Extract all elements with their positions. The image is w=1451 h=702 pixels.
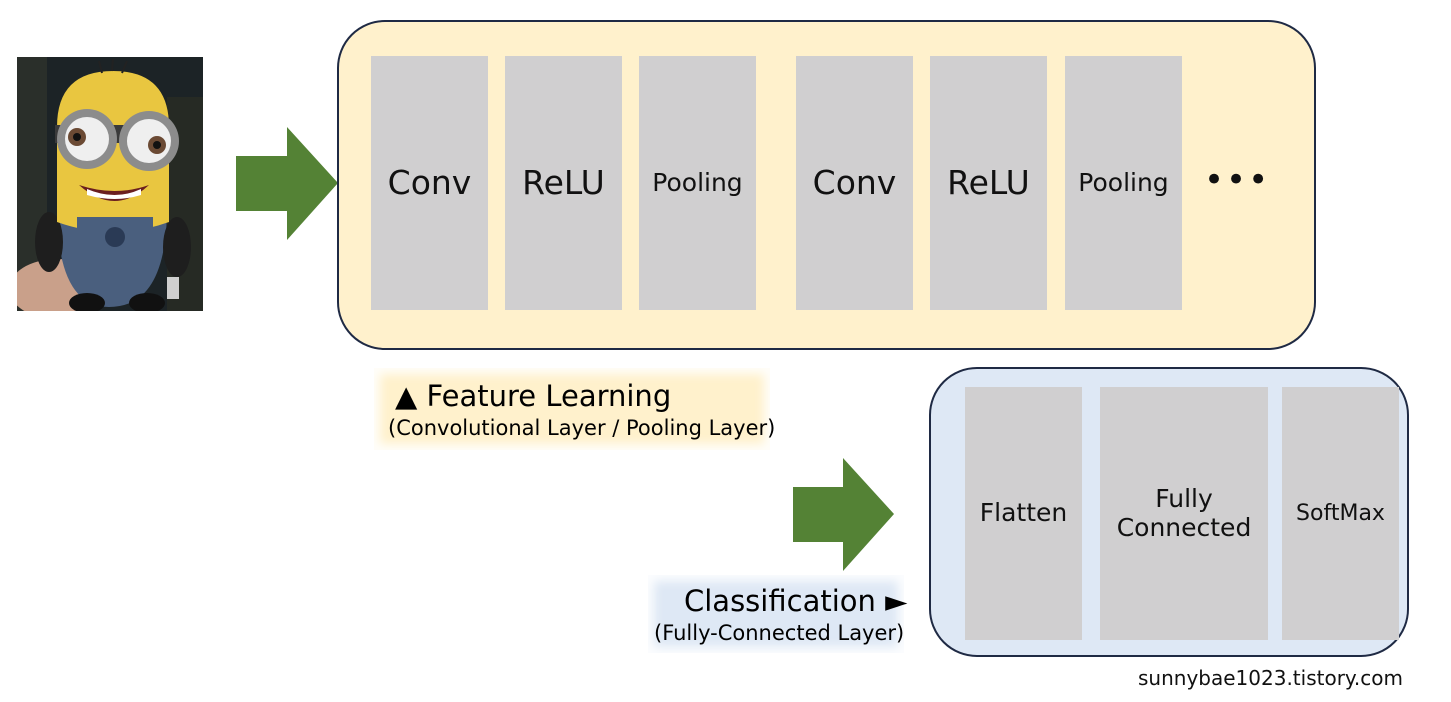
input-image-minion [17, 57, 203, 311]
layer-conv-1: Conv [371, 56, 488, 310]
layer-fully-connected: Fully Connected [1100, 387, 1268, 640]
minion-photo-illustration [17, 57, 203, 311]
layer-conv-2: Conv [796, 56, 913, 310]
classification-label-box [648, 575, 904, 653]
feature-learning-title: ▲ Feature Learning [395, 379, 672, 413]
layer-flatten: Flatten [965, 387, 1082, 640]
classification-title: Classification ► [684, 584, 908, 618]
layer-pooling-2: Pooling [1065, 56, 1182, 310]
layer-relu-1: ReLU [505, 56, 622, 310]
arrow-right-icon [793, 458, 894, 571]
layer-pooling-1: Pooling [639, 56, 756, 310]
classification-subtitle: (Fully-Connected Layer) [654, 621, 905, 645]
feature-learning-subtitle: (Convolutional Layer / Pooling Layer) [388, 416, 776, 440]
layer-softmax: SoftMax [1282, 387, 1399, 640]
ellipsis-more-layers: ••• [1204, 160, 1271, 200]
layer-relu-2: ReLU [930, 56, 1047, 310]
feature-learning-label-box [374, 368, 770, 450]
arrow-right-icon [236, 127, 338, 240]
credit-text: sunnybae1023.tistory.com [1138, 666, 1403, 690]
